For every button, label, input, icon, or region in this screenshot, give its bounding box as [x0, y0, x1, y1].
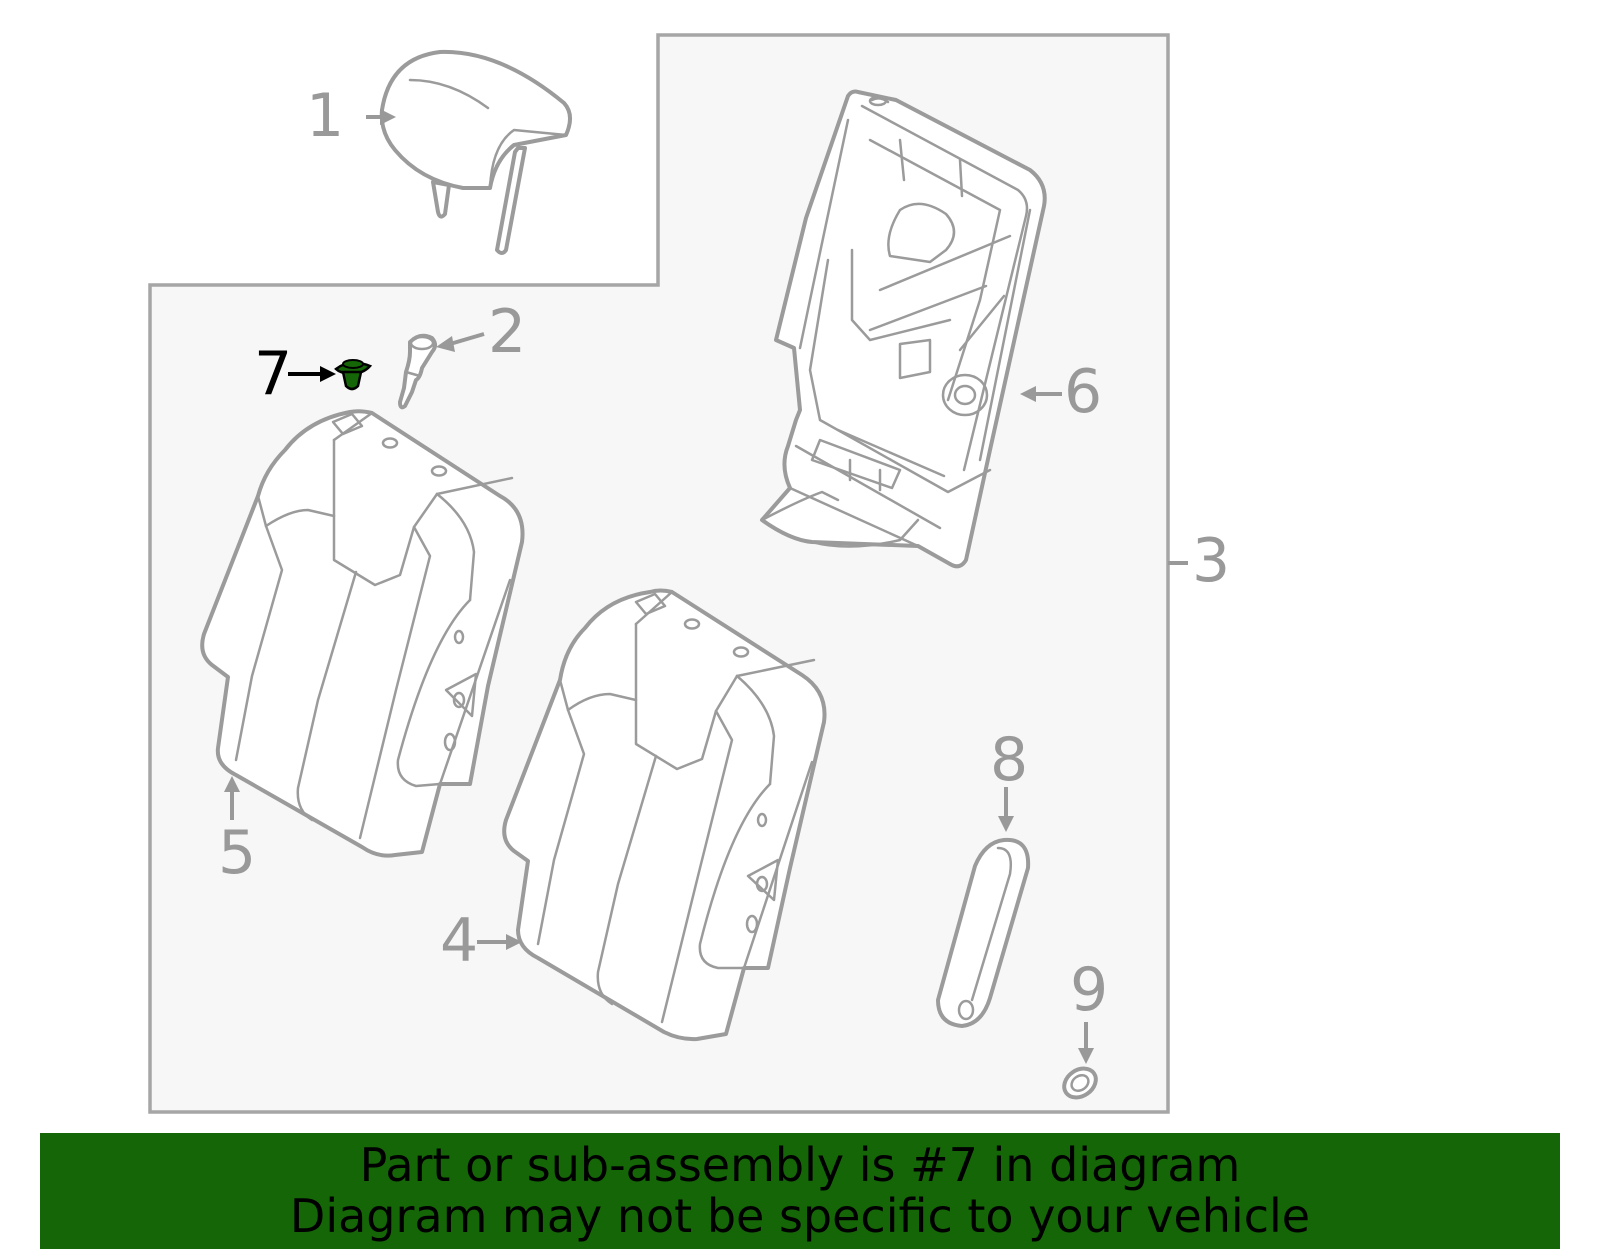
info-banner: Part or sub-assembly is #7 in diagram Di…	[40, 1133, 1560, 1249]
armrest-part[interactable]	[936, 837, 1031, 1028]
banner-line-1: Part or sub-assembly is #7 in diagram	[359, 1138, 1241, 1192]
callout-2: 2	[488, 297, 526, 367]
headrest-part[interactable]	[379, 49, 572, 255]
seatback-cover-left-part[interactable]	[200, 409, 525, 858]
callout-5: 5	[218, 818, 256, 888]
seatback-frame-part[interactable]	[760, 89, 1047, 569]
callout-8: 8	[990, 725, 1028, 795]
callout-1: 1	[306, 81, 344, 151]
seatback-cover-right-part[interactable]	[502, 588, 827, 1042]
callout-9: 9	[1070, 955, 1108, 1025]
clip-part-highlighted[interactable]	[334, 359, 373, 391]
callout-4: 4	[440, 906, 478, 976]
leader-lines	[224, 109, 1188, 1064]
banner-line-2: Diagram may not be specific to your vehi…	[289, 1189, 1311, 1243]
grommet-part[interactable]	[1059, 1063, 1102, 1104]
callout-6: 6	[1064, 357, 1102, 427]
callout-3: 3	[1192, 526, 1230, 596]
callout-7-highlighted: 7	[254, 339, 292, 409]
headrest-guide-part[interactable]	[398, 333, 437, 410]
